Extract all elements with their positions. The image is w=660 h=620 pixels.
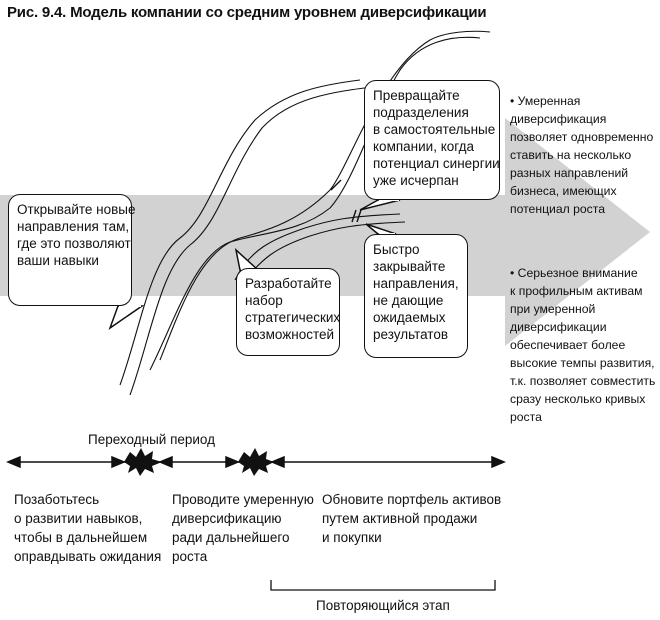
phase-portfolio: Обновите портфель активов путем активной…: [322, 492, 502, 545]
growth-curve-2: [129, 85, 381, 396]
transition-burst-1: [124, 448, 162, 476]
growth-curve-5: [234, 213, 401, 281]
break-mark-1: [330, 179, 342, 191]
bubble-spin-off: Превращайте подразделения в самостоятель…: [364, 80, 500, 200]
phase-skills: Позаботьтесь о развитии навыков, чтобы в…: [14, 492, 162, 564]
break-mark-3: [356, 209, 362, 223]
bubble-new-directions: Открывайте новые направления там, где эт…: [8, 194, 136, 306]
figure-title: Рис. 9.4. Модель компании со средним уро…: [7, 4, 487, 21]
growth-curve-3: [159, 30, 491, 361]
bubble-tail-new-directions: [108, 305, 145, 330]
repeating-phase-label: Повторяющийся этап: [316, 598, 450, 613]
bubble-strategic-options: Разработайте набор стратегических возмож…: [236, 268, 340, 356]
repeat-bracket: [270, 580, 496, 591]
timeline-arrow-right: [491, 455, 506, 469]
timeline-arrow-mid-right-1: [158, 455, 173, 469]
timeline-arrow-left: [6, 455, 21, 469]
transition-burst-2: [238, 448, 274, 476]
timeline-arrow-mid-left-2: [225, 455, 240, 469]
timeline-arrow-mid-left-1: [111, 455, 126, 469]
side-note-moderate-diversification: • Умеренная диверсификация позволяет одн…: [510, 94, 654, 216]
break-mark-2: [351, 209, 357, 223]
timeline-arrow-mid-right-2: [270, 455, 285, 469]
side-note-core-assets: • Серьезное внимание к профильным актива…: [510, 266, 656, 424]
phase-diversify: Проводите умеренную диверсификацию ради …: [172, 492, 314, 564]
bubble-close-fast: Быстро закрывайте направления, не дающие…: [364, 234, 468, 358]
transition-period-label: Переходный период: [88, 432, 216, 447]
growth-curve-1: [119, 79, 361, 386]
growth-curve-4: [149, 36, 481, 371]
